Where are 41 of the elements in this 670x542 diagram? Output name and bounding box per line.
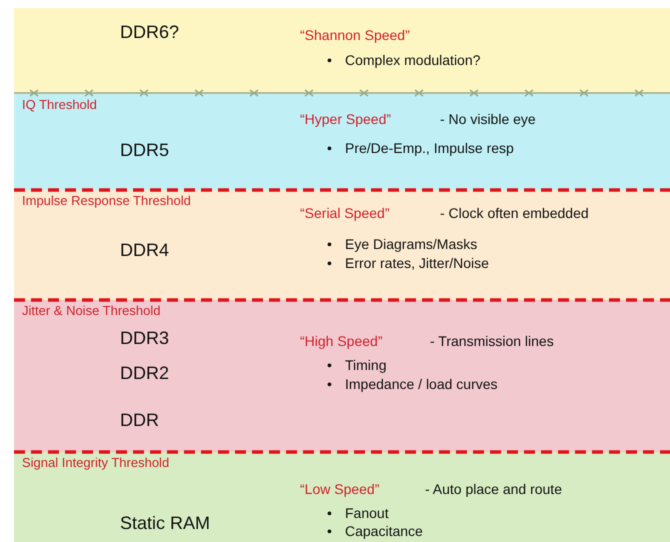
bullet-mark: • bbox=[327, 140, 332, 156]
bullet-item: Complex modulation? bbox=[345, 52, 480, 68]
bullet-mark: • bbox=[327, 376, 332, 392]
speed-band bbox=[14, 190, 670, 300]
speed-description: - No visible eye bbox=[440, 111, 536, 128]
speed-class-label: “Shannon Speed” bbox=[300, 27, 410, 44]
memory-generation-label: DDR bbox=[120, 410, 159, 431]
bullet-item: Fanout bbox=[345, 505, 389, 522]
memory-generation-label: DDR2 bbox=[120, 363, 170, 384]
speed-band bbox=[14, 8, 670, 94]
speed-description: - Transmission lines bbox=[430, 333, 554, 350]
bullet-item: Pre/De-Emp., Impulse resp bbox=[345, 140, 514, 156]
memory-generation-label: DDR4 bbox=[120, 240, 170, 261]
speed-class-label: “Low Speed” bbox=[300, 481, 380, 498]
memory-generation-label: DDR6? bbox=[120, 22, 180, 43]
bullet-item: Timing bbox=[345, 357, 386, 374]
bullet-item: Impedance / load curves bbox=[345, 376, 498, 392]
bullet-mark: • bbox=[327, 523, 332, 540]
bullet-item: Eye Diagrams/Masks bbox=[345, 236, 478, 252]
speed-band bbox=[14, 300, 670, 452]
memory-generation-label: DDR3 bbox=[120, 328, 170, 349]
threshold-label: IQ Threshold bbox=[22, 98, 97, 113]
bullet-mark: • bbox=[327, 505, 332, 522]
bullet-mark: • bbox=[327, 255, 332, 272]
speed-class-label: “Serial Speed” bbox=[300, 205, 390, 222]
speed-description: - Auto place and route bbox=[425, 481, 562, 498]
threshold-label: Impulse Response Threshold bbox=[22, 194, 191, 209]
bullet-mark: • bbox=[327, 52, 332, 68]
bullet-mark: • bbox=[327, 357, 332, 374]
speed-class-label: “High Speed” bbox=[300, 333, 382, 350]
bullet-item: Capacitance bbox=[345, 523, 423, 540]
threshold-label: Jitter & Noise Threshold bbox=[22, 304, 160, 319]
speed-class-label: “Hyper Speed” bbox=[300, 111, 392, 128]
speed-description: - Clock often embedded bbox=[440, 205, 589, 222]
bullet-item: Error rates, Jitter/Noise bbox=[345, 255, 489, 272]
bullet-mark: • bbox=[327, 236, 332, 252]
speed-band bbox=[14, 94, 670, 190]
memory-generation-label: Static RAM bbox=[120, 513, 210, 534]
memory-generation-label: DDR5 bbox=[120, 140, 170, 161]
speed-band bbox=[14, 452, 670, 542]
threshold-label: Signal Integrity Threshold bbox=[22, 456, 170, 471]
